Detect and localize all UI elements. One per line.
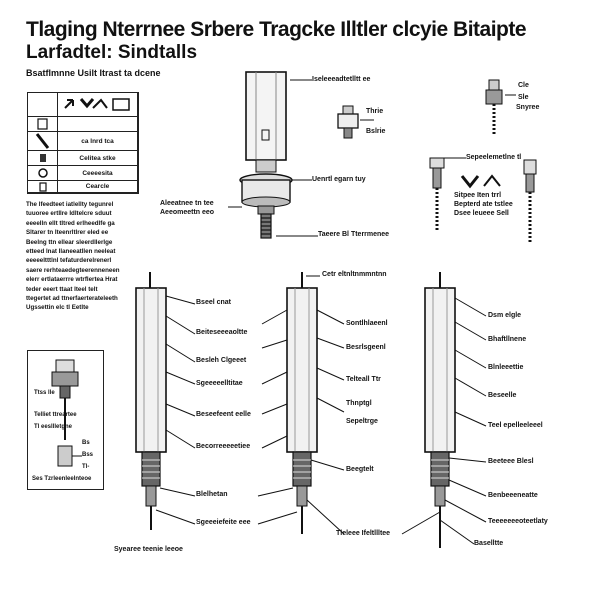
caption: Bsatflmnne Usilt Itrast ta dcene (26, 68, 161, 78)
cap-icon (38, 181, 47, 192)
label-nut-2: Bslrie (366, 128, 386, 135)
cylinder-1 (135, 272, 196, 530)
paragraph-line: elerr ertlataerrre wtrflertea Hrat (26, 276, 118, 284)
detail-footer: Ses Tzrleenleelnteoe (32, 476, 92, 482)
table-cell: Cearcle (58, 181, 138, 193)
paragraph-line: ttegertet ad ttnerfaerterateleeth (26, 295, 118, 303)
label-right-d2: Bepterd ate tstlee (454, 201, 513, 208)
cyl2-label: Tleleee Ifeltllltee (336, 530, 391, 537)
paragraph-line: teder eeert ttaat Iteel telt (26, 285, 98, 293)
label-left-2: Aeeomeettn eeo (160, 209, 215, 216)
table-cell: Celitea stke (58, 151, 138, 166)
footer-label: Syearee teenie leeoe (114, 546, 183, 553)
cyl2-top-label: Cetr eltnltnmmntnn (322, 271, 387, 278)
label-right-b: Sle (518, 94, 529, 101)
cyl3-label: Teeeeeeeoteetlaty (488, 518, 548, 525)
cyl3-label: Baselltte (474, 540, 504, 547)
cyl1-label: Becorreeeeetiee (196, 443, 251, 450)
table-cell (28, 181, 58, 193)
paragraph-line: Ugssettin elc tl Eetlte (26, 304, 89, 312)
detail-line: Tl eesllletgne (34, 424, 73, 430)
cylinder-3 (401, 272, 487, 548)
detail-line: Tl- (82, 464, 90, 470)
label-right-a: Cle (518, 82, 529, 89)
cyl3-label: Beeteee Blesl (488, 458, 534, 465)
pipe-icon (35, 133, 49, 149)
label-mid: Uenrtl egarn tuy (312, 176, 366, 183)
fitting-icon (36, 118, 48, 130)
paragraph-line: eeeelln ellt tltred erlheedlfe ga (26, 219, 115, 227)
ring-icon (37, 168, 48, 178)
table-cell (58, 117, 138, 132)
small-nut-fitting (337, 105, 374, 139)
label-right-d3: Dsee leueee Sell (454, 210, 509, 217)
cyl2-label: Sontlhlaeenl (346, 320, 388, 327)
cylinder-2 (257, 272, 345, 535)
paragraph-line: tuuoree ertIlre Idltelcre sduut (26, 210, 112, 218)
label-left-1: Aleeatnee tn tee (160, 200, 214, 207)
detail-line: Bss (82, 452, 94, 458)
box2-drawing (51, 359, 82, 467)
cyl1-label: Sgeeeiefeite eee (196, 519, 251, 526)
right-fittings (429, 79, 537, 242)
label-nut: Thrie (366, 108, 384, 115)
detail-line: Telliet ttreartee (34, 412, 77, 418)
cyl1-label: Beseefeent eelle (196, 411, 251, 418)
table-cell (28, 132, 58, 151)
label-bottom: Taeere Bl Tterrmenee (318, 231, 390, 238)
page-title: Tlaging Nterrnee Srbere Tragcke Illtler … (26, 18, 527, 41)
paragraph-line: etteed lnat Ilaneeatllen neeleat (26, 248, 116, 256)
cyl3-label: Blnleeettie (488, 364, 524, 371)
page-subtitle: Larfadtel: Sindtalls (26, 42, 198, 63)
detail-line: Ttss lle (34, 390, 55, 396)
cyl2-label: Beegtelt (346, 466, 374, 473)
cyl2-label: Sepeltrge (346, 418, 378, 425)
cyl3-label: Dsm elgle (488, 312, 522, 319)
label-right-d1: Sitpee Iten trrl (454, 192, 502, 199)
arrows-icon (63, 97, 130, 111)
cyl3-label: Bhaftllnene (488, 336, 527, 343)
table-cell (58, 93, 138, 117)
label-upper-cylinder: Iseleeeadtetlltt ee (312, 76, 371, 83)
cyl3-label: Beseelle (488, 392, 517, 399)
paragraph-line: Sltarer tn Iteenrltlrer eled ee (26, 229, 109, 237)
paragraph-line: Beelng ttn ellear sleerdllerlge (26, 238, 113, 246)
upper-cylinder-assembly (228, 71, 318, 239)
cyl2-label: Thnptgl (346, 400, 372, 407)
cyl2-label: Besrlsgeenl (346, 344, 386, 351)
cyl3-label: Benbeeeneatte (488, 492, 538, 499)
paragraph-line: saere rerhteaedegteerenneneen (26, 266, 120, 274)
table-cell (28, 166, 58, 181)
description-paragraph: The lfeedteet iatlellty tegunrel tuuoree… (26, 200, 138, 313)
cyl1-label: Sgeeeeelltitae (196, 380, 243, 387)
table-cell (28, 151, 58, 166)
detail-line: Bs (82, 440, 90, 446)
bolt-icon (39, 154, 46, 162)
label-right-c: Snyree (516, 104, 540, 111)
cyl1-label: Bseel cnat (196, 299, 232, 306)
table-cell (28, 93, 58, 117)
table-cell: Ceeeesita (58, 166, 138, 181)
table-cell (28, 117, 58, 132)
cyl3-label: Teel epelleeleeel (488, 422, 543, 429)
spec-table: ca lnrd tca Celitea stke Ceeeesita Cearc… (27, 92, 139, 194)
paragraph-line: eeeeeltttlnl tefaturderelrenerl (26, 257, 112, 265)
cyl1-label: Blelhetan (196, 491, 228, 498)
paragraph-line: The lfeedteet iatlellty tegunrel (26, 201, 114, 208)
table-cell: ca lnrd tca (58, 132, 138, 151)
cyl1-label: Besleh Clgeeet (196, 357, 247, 364)
cyl1-label: Beiteseeeaoltte (196, 329, 248, 336)
label-right-mid: Sepeelemetlne tl (466, 154, 522, 161)
detail-box (27, 350, 104, 490)
cyl2-label: Telteall Ttr (346, 376, 381, 383)
